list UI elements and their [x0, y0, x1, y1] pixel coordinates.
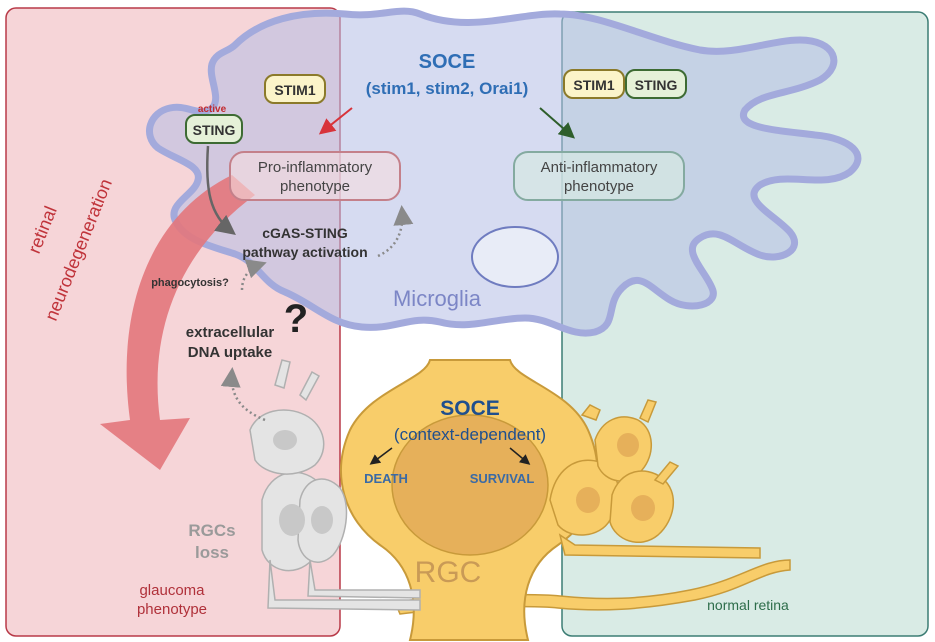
glaucoma-text-2: phenotype: [137, 601, 207, 618]
rgc-label: RGC: [415, 556, 482, 589]
rgc-soce-title: SOCE: [440, 397, 500, 420]
microglia-nucleus: [471, 226, 559, 288]
microglia-label: Microglia: [393, 286, 482, 311]
cgas-text-2: pathway activation: [242, 244, 367, 260]
soce-to-survival-arrow: [509, 447, 531, 465]
rgcs-loss-text-1: RGCs: [188, 521, 235, 540]
rgcs-loss-text-2: loss: [195, 543, 229, 562]
rgc-large-cell: [340, 359, 791, 641]
anti-inflammatory-text-1: Anti-inflammatory: [541, 159, 658, 176]
sting-right-box: [625, 69, 687, 99]
soce-top-subtitle: (stim1, stim2, Orai1): [366, 79, 529, 98]
sting-right-text: STING: [635, 77, 678, 93]
rgc-soce-context: (context-dependent): [394, 425, 546, 444]
retinal-neurodegeneration-arrow: [100, 175, 255, 470]
glaucoma-text-1: glaucoma: [139, 582, 205, 599]
soce-to-anti-arrow: [539, 107, 576, 139]
sting-to-cgas-arrow: [205, 145, 236, 236]
dna-text-1: extracellular: [186, 324, 275, 341]
stim1-right-text: STIM1: [573, 77, 614, 93]
soce-to-death-arrow: [369, 447, 393, 465]
cgas-to-pro-arrow: [377, 205, 414, 258]
death-text: DEATH: [364, 471, 408, 486]
cgas-text-1: cGAS-STING: [262, 225, 348, 241]
pro-inflammatory-text-2: phenotype: [280, 178, 350, 195]
anti-inflammatory-box: [513, 151, 685, 201]
sting-left-box: [185, 114, 243, 144]
stim1-left-text: STIM1: [274, 82, 315, 98]
dna-text-2: DNA uptake: [188, 344, 272, 361]
rgc-left-nuclei: [273, 430, 333, 536]
soce-top-title: SOCE: [419, 51, 476, 73]
stim1-left-box: [264, 74, 326, 104]
question-mark: ?: [284, 297, 308, 341]
pro-inflammatory-text-1: Pro-inflammatory: [258, 159, 373, 176]
survival-text: SURVIVAL: [470, 471, 535, 486]
stim1-right-box: [563, 69, 625, 99]
normal-retina-text: normal retina: [707, 597, 789, 613]
soce-to-pro-arrow: [318, 107, 353, 135]
rgc-right-nuclei: [576, 433, 655, 521]
sting-active-label: active: [198, 104, 227, 115]
phagocytosis-text: phagocytosis?: [151, 277, 229, 289]
anti-inflammatory-text-2: phenotype: [564, 178, 634, 195]
pro-inflammatory-box: [229, 151, 401, 201]
sting-left-text: STING: [193, 122, 236, 138]
